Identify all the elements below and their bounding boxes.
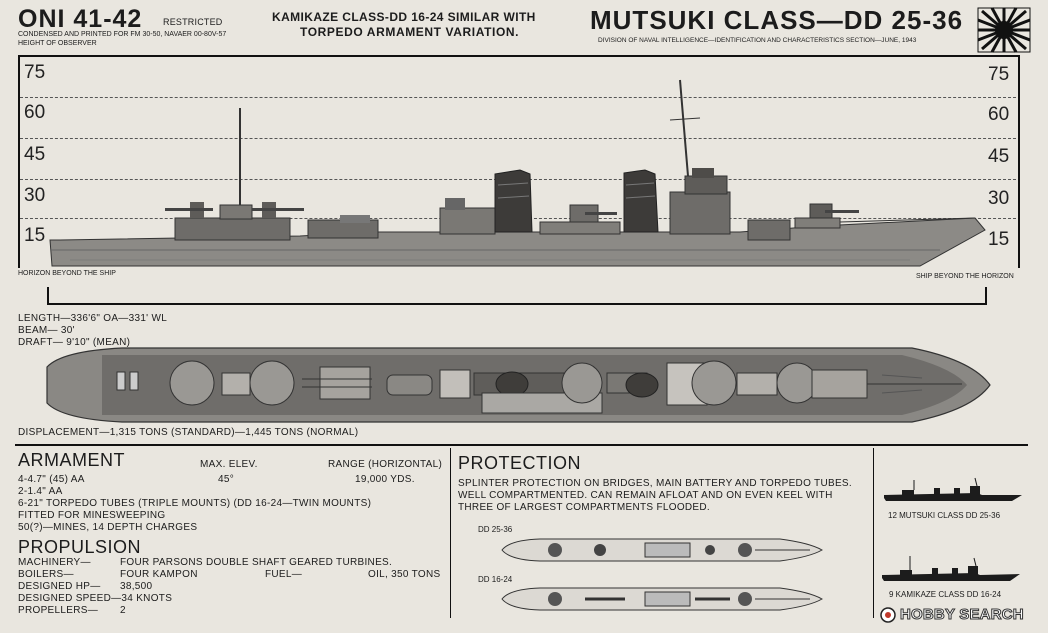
scale-right-45: 45 bbox=[988, 146, 1010, 167]
protection-title: PROTECTION bbox=[458, 453, 582, 473]
class-title: MUTSUKI CLASS—DD 25-36 bbox=[590, 5, 964, 35]
divider-armament-protection bbox=[450, 448, 451, 618]
draft-spec: DRAFT— 9'10" (MEAN) bbox=[18, 337, 131, 348]
kamikaze-caption: 9 KAMIKAZE CLASS DD 16-24 bbox=[889, 590, 1002, 599]
machinery-value: FOUR PARSONS DOUBLE SHAFT GEARED TURBINE… bbox=[120, 557, 393, 568]
watermark-text: HOBBY SEARCH bbox=[900, 606, 1025, 624]
protection-plan-dd16-icon bbox=[501, 587, 823, 611]
fuel-label: FUEL— bbox=[265, 569, 303, 580]
watermark: HOBBY SEARCH bbox=[880, 606, 1025, 624]
propellers-label: PROPELLERS— bbox=[18, 605, 98, 616]
propulsion-title: PROPULSION bbox=[18, 537, 142, 557]
mutsuki-caption: 12 MUTSUKI CLASS DD 25-36 bbox=[888, 511, 1001, 520]
division-note: DIVISION OF NAVAL INTELLIGENCE—IDENTIFIC… bbox=[598, 37, 917, 44]
protection-line-3: THREE OF LARGEST COMPARTMENTS FLOODED. bbox=[458, 502, 710, 513]
bracket-bottom bbox=[47, 303, 987, 305]
horizon-beyond-label: HORIZON BEYOND THE SHIP bbox=[18, 270, 116, 277]
subtitle-line-2: TORPEDO ARMAMENT VARIATION. bbox=[300, 25, 520, 39]
restricted-label: RESTRICTED bbox=[163, 17, 223, 27]
subtitle-line-1: KAMIKAZE CLASS-DD 16-24 SIMILAR WITH bbox=[272, 10, 536, 24]
scale-left-60: 60 bbox=[24, 102, 46, 123]
rising-sun-flag-icon bbox=[977, 7, 1031, 53]
bracket-right bbox=[985, 287, 987, 305]
displacement-spec: DISPLACEMENT—1,315 TONS (STANDARD)—1,445… bbox=[18, 427, 359, 438]
length-spec: LENGTH—336'6" OA—331' WL bbox=[18, 313, 168, 324]
hobby-search-logo-icon bbox=[880, 606, 896, 623]
scale-left-75: 75 bbox=[24, 62, 46, 83]
hp-label: DESIGNED HP— bbox=[18, 581, 101, 592]
armament-row-2: 2-1.4" AA bbox=[18, 486, 63, 497]
scale-top-border bbox=[18, 55, 1020, 57]
beam-spec: BEAM— 30' bbox=[18, 325, 75, 336]
scale-right-border bbox=[1018, 55, 1020, 268]
armament-row-1-elev: 45° bbox=[218, 474, 235, 485]
lower-section-top-border bbox=[15, 444, 1028, 446]
propellers-value: 2 bbox=[120, 605, 126, 616]
boilers-value: FOUR KAMPON bbox=[120, 569, 198, 580]
protection-plan-dd25-icon bbox=[501, 538, 823, 562]
document-code: ONI 41-42 bbox=[18, 5, 143, 33]
scale-left-border bbox=[18, 55, 20, 268]
plan-2-label: DD 16-24 bbox=[478, 575, 513, 584]
scale-left-45: 45 bbox=[24, 144, 46, 165]
condensed-note: CONDENSED AND PRINTED FOR FM 30-50, NAVA… bbox=[18, 31, 227, 38]
armament-title: ARMAMENT bbox=[18, 450, 125, 470]
observer-note: HEIGHT OF OBSERVER bbox=[18, 40, 97, 47]
armament-col-elev: MAX. ELEV. bbox=[200, 459, 258, 470]
machinery-label: MACHINERY— bbox=[18, 557, 91, 568]
divider-protection-silhouettes bbox=[873, 448, 874, 618]
scale-left-30: 30 bbox=[24, 185, 46, 206]
gridline-60 bbox=[20, 138, 1016, 139]
ship-beyond-label: SHIP BEYOND THE HORIZON bbox=[916, 273, 1014, 280]
protection-line-2: WELL COMPARTMENTED. CAN REMAIN AFLOAT AN… bbox=[458, 490, 833, 501]
protection-line-1: SPLINTER PROTECTION ON BRIDGES, MAIN BAT… bbox=[458, 478, 852, 489]
armament-row-4: FITTED FOR MINESWEEPING bbox=[18, 510, 166, 521]
armament-row-3: 6-21" TORPEDO TUBES (TRIPLE MOUNTS) (DD … bbox=[18, 498, 372, 509]
mutsuki-silhouette-icon bbox=[884, 477, 1022, 501]
fuel-value: OIL, 350 TONS bbox=[368, 569, 441, 580]
armament-row-5: 50(?)—MINES, 14 DEPTH CHARGES bbox=[18, 522, 198, 533]
scale-right-60: 60 bbox=[988, 104, 1010, 125]
kamikaze-silhouette-icon bbox=[882, 556, 1020, 581]
ship-profile-illustration bbox=[49, 79, 986, 267]
ship-plan-illustration bbox=[46, 347, 991, 423]
bracket-left bbox=[47, 287, 49, 305]
armament-row-1: 4-4.7" (45) AA bbox=[18, 474, 85, 485]
scale-right-30: 30 bbox=[988, 188, 1010, 209]
gridline-75 bbox=[20, 97, 1016, 98]
scale-left-15: 15 bbox=[24, 225, 46, 246]
hp-value: 38,500 bbox=[120, 581, 153, 592]
speed-spec: DESIGNED SPEED—34 KNOTS bbox=[18, 593, 173, 604]
armament-row-1-range: 19,000 YDS. bbox=[355, 474, 415, 485]
armament-col-range: RANGE (HORIZONTAL) bbox=[328, 459, 443, 470]
scale-right-15: 15 bbox=[988, 229, 1010, 250]
scale-right-75: 75 bbox=[988, 64, 1010, 85]
boilers-label: BOILERS— bbox=[18, 569, 74, 580]
plan-1-label: DD 25-36 bbox=[478, 525, 513, 534]
